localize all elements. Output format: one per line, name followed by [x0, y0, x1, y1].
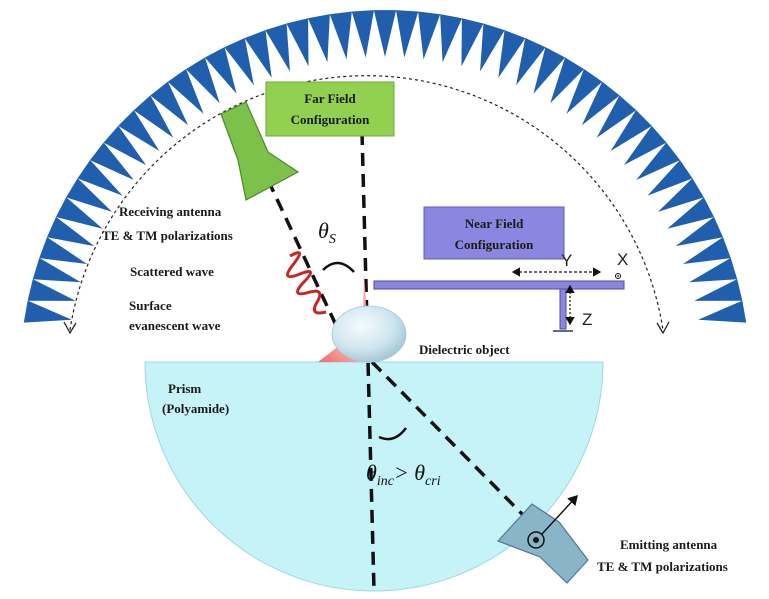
absorber-tooth [55, 197, 103, 229]
absorber-tooth [307, 14, 330, 63]
absorber-tooth [66, 178, 113, 212]
emitting-antenna-icon [496, 494, 589, 584]
normal-line [360, 131, 376, 591]
emitting-antenna-label-line1: Emitting antenna [620, 537, 718, 552]
scattered-wave-label: Scattered wave [130, 264, 214, 279]
near-field-label-line1: Near Field [465, 216, 524, 231]
absorber-tooth [694, 279, 743, 301]
absorber-tooth [698, 300, 747, 323]
greater-than-sign: > [394, 460, 414, 485]
absorber-tooth [23, 300, 72, 323]
near-field-box [423, 206, 565, 260]
near-field-stage [373, 267, 625, 332]
far-field-box [265, 81, 395, 137]
theta-inc-arc [378, 427, 407, 441]
rotation-arc [69, 75, 664, 331]
absorber-tooth [46, 216, 95, 247]
axis-x-label: X [617, 250, 628, 269]
absorber-tooth [39, 237, 88, 264]
incident-beam-path [370, 360, 532, 524]
absorber-tooth [566, 68, 603, 114]
far-field-label-line2: Configuration [291, 112, 371, 127]
absorber-tooth [657, 178, 704, 212]
axis-y-label: Y [561, 251, 572, 270]
absorber-tooth [480, 23, 505, 72]
absorber-tooth [286, 18, 309, 67]
prism [144, 361, 604, 592]
theta-inc-subscript: inc [377, 474, 395, 489]
theta-inc-symbol: θ [366, 460, 377, 485]
anechoic-absorber-arc [23, 10, 747, 323]
absorber-tooth [244, 30, 272, 78]
rotation-arrow-left [63, 321, 77, 335]
surface-wave-label-line2: evanescent wave [129, 318, 221, 333]
absorber-tooth [373, 10, 397, 58]
far-field-label-line1: Far Field [304, 91, 356, 106]
absorber-tooth [610, 110, 652, 151]
theta-s-label: θS [318, 218, 336, 247]
absorber-tooth [675, 216, 724, 247]
absorber-tooth [265, 23, 290, 72]
absorber-tooth [89, 142, 134, 180]
absorber-tooth [167, 68, 204, 114]
absorber-tooth [133, 95, 174, 138]
near-field-label-line2: Configuration [455, 237, 535, 252]
theta-cri-subscript: cri [425, 474, 441, 489]
absorber-tooth [623, 125, 667, 166]
absorber-tooth [27, 279, 76, 301]
dielectric-object-label: Dielectric object [419, 342, 510, 357]
absorber-tooth [498, 30, 526, 78]
receiving-antenna-label-line2: TE & TM polarizations [102, 228, 233, 243]
absorber-tooth [440, 14, 463, 63]
surface-wave-label-line1: Surface [129, 298, 172, 313]
absorber-tooth [329, 11, 352, 60]
absorber-tooth [667, 197, 715, 229]
theta-s-symbol: θ [318, 218, 329, 243]
absorber-tooth [682, 237, 731, 264]
absorber-tooth [77, 159, 123, 196]
absorber-tooth [204, 47, 237, 94]
absorber-tooth [461, 18, 484, 67]
absorber-tooth [224, 38, 254, 86]
theta-s-arc [322, 261, 355, 273]
absorber-tooth [636, 142, 681, 180]
absorber-tooth [185, 57, 220, 104]
receiving-beam-path [266, 179, 352, 356]
scattered-wave-icon [286, 251, 327, 315]
prism-label-line1: Prism [168, 381, 201, 396]
absorber-tooth [32, 257, 81, 283]
absorber-tooth [596, 95, 637, 138]
receiving-antenna-label-line1: Receiving antenna [119, 204, 222, 219]
prism-label-line2: (Polyamide) [162, 401, 229, 416]
receiving-antenna-icon [220, 101, 300, 201]
axis-z-label: Z [582, 310, 592, 329]
absorber-tooth [103, 125, 147, 166]
emitting-antenna-label-line2: TE & TM polarizations [597, 559, 728, 574]
absorber-tooth [351, 10, 374, 58]
absorber-tooth [689, 257, 738, 283]
rotation-arrow-right [656, 321, 670, 335]
theta-s-subscript: S [329, 232, 336, 247]
absorber-tooth [150, 81, 189, 126]
absorber-tooth [533, 47, 566, 94]
absorber-tooth [118, 110, 160, 151]
absorber-tooth [418, 11, 441, 60]
absorber-tooth [581, 81, 620, 126]
theta-inc-label: θinc> θcri [366, 460, 441, 489]
absorber-tooth [647, 159, 693, 196]
absorber-tooth [550, 57, 585, 104]
absorber-tooth [396, 10, 419, 58]
theta-cri-symbol: θ [414, 460, 425, 485]
absorber-tooth [516, 38, 546, 86]
dielectric-object-shape [331, 305, 407, 363]
